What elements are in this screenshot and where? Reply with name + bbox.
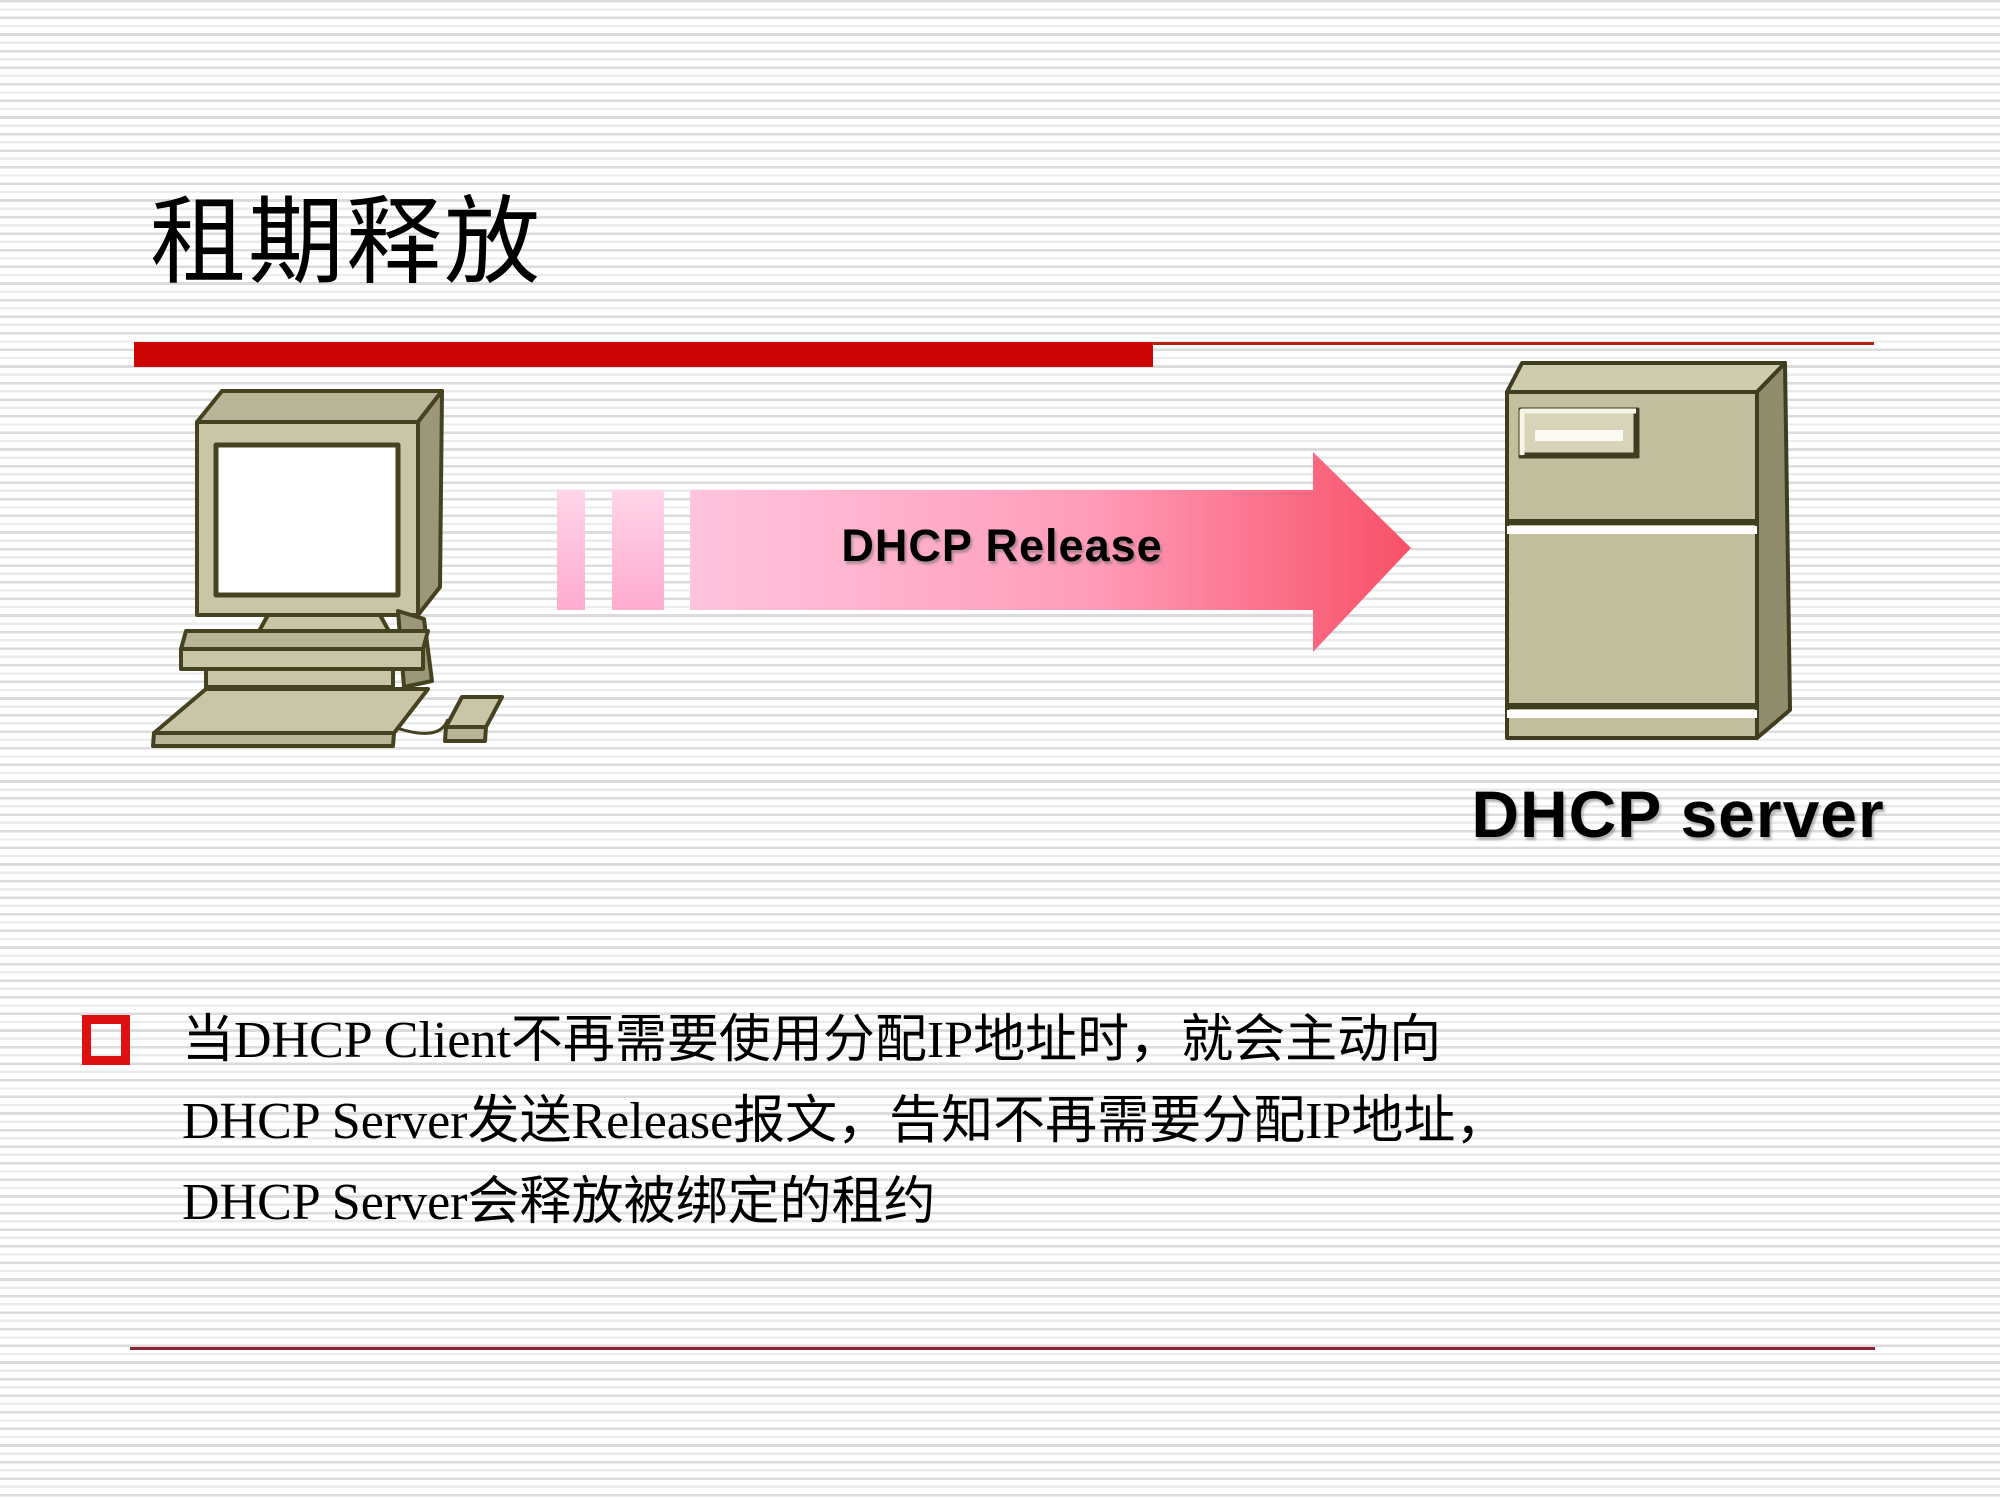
title-underline-accent-bar xyxy=(134,342,1153,367)
server-label: DHCP server xyxy=(1471,777,1885,851)
bullet-line-1: 当DHCP Client不再需要使用分配IP地址时，就会主动向 xyxy=(182,1012,1442,1069)
footer-rule xyxy=(130,1347,1875,1350)
monitor-side-face xyxy=(416,389,444,617)
arrow-label: DHCP Release xyxy=(841,520,1163,571)
mouse-top xyxy=(444,695,504,729)
keyboard-front xyxy=(151,731,396,748)
mouse-front xyxy=(443,725,488,743)
server-mid-gap xyxy=(1507,526,1757,534)
monitor-screen xyxy=(213,442,401,598)
server-bottom-gap xyxy=(1507,710,1757,718)
slide-title: 租期释放 xyxy=(150,189,542,296)
drive-bay-shadow-edge xyxy=(1522,411,1639,458)
server-tower-icon xyxy=(1505,361,1792,740)
bullet-square-marker xyxy=(82,1015,130,1065)
arrow-trail-stripe-2 xyxy=(612,490,664,610)
dhcp-release-arrow xyxy=(557,452,1411,652)
arrow-trail-stripe-1 xyxy=(557,490,585,610)
arrow-body xyxy=(690,452,1411,652)
drive-bay-highlight-edge xyxy=(1519,408,1636,455)
bullet-line-2: DHCP Server发送Release报文，告知不再需要分配IP地址， xyxy=(182,1093,1508,1150)
base-slab-top xyxy=(179,629,430,651)
drive-bay-slot xyxy=(1535,430,1623,441)
bullet-line-3: DHCP Server会释放被绑定的租约 xyxy=(182,1174,936,1231)
server-top-face xyxy=(1505,361,1787,394)
server-side-face xyxy=(1755,361,1792,740)
keyboard-top xyxy=(152,687,430,735)
client-computer-icon xyxy=(151,389,504,748)
monitor-top-face xyxy=(195,389,444,424)
bullet-paragraph: 当DHCP Client不再需要使用分配IP地址时，就会主动向 DHCP Ser… xyxy=(182,1000,1507,1243)
base-slab-front xyxy=(179,647,425,671)
base-pedestal xyxy=(204,667,395,689)
